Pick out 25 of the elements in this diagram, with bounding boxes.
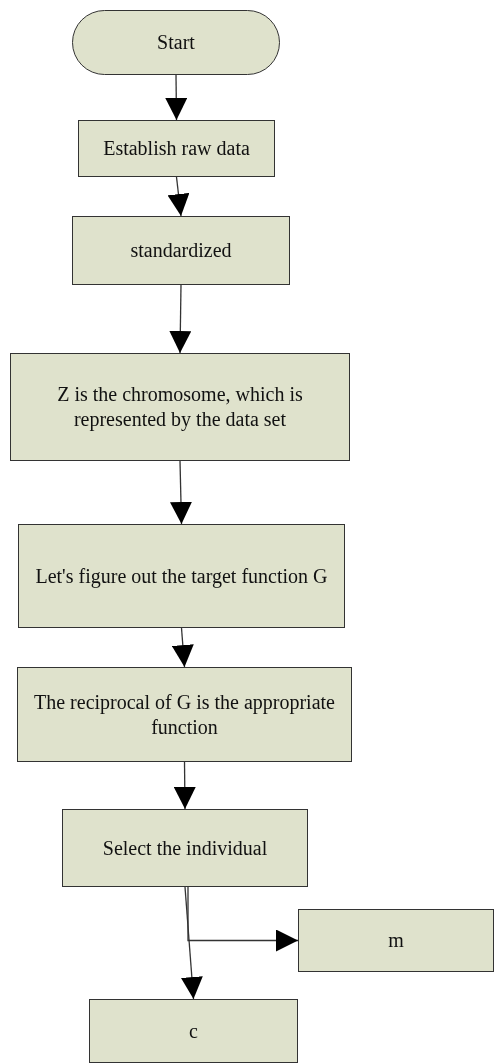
process-box bbox=[89, 999, 298, 1063]
process-box bbox=[298, 909, 494, 972]
process-box bbox=[18, 524, 345, 628]
arrow bbox=[169, 284, 192, 354]
box-label: The reciprocal of G is the appropriate function bbox=[33, 689, 336, 740]
arrow bbox=[180, 886, 203, 1000]
process-box bbox=[72, 216, 290, 285]
box-label: c bbox=[189, 1018, 198, 1044]
box-label: Z is the chromosome, which is represented by the data set bbox=[56, 382, 304, 432]
process-box bbox=[62, 809, 308, 887]
box-label: m bbox=[388, 928, 404, 953]
arrow bbox=[170, 460, 192, 525]
box-label: Let's figure out the target function G bbox=[35, 563, 328, 589]
process-box bbox=[17, 667, 352, 762]
arrow bbox=[165, 74, 188, 121]
box-label: standardized bbox=[130, 238, 232, 263]
box-label: Establish raw data bbox=[103, 136, 250, 161]
arrow bbox=[171, 627, 194, 668]
box-label: Select the individual bbox=[102, 835, 268, 861]
arrow bbox=[187, 886, 299, 952]
arrow bbox=[167, 176, 190, 217]
process-box bbox=[10, 353, 350, 461]
arrow bbox=[173, 761, 196, 810]
process-box bbox=[78, 120, 275, 177]
box-label: Start bbox=[157, 30, 195, 55]
